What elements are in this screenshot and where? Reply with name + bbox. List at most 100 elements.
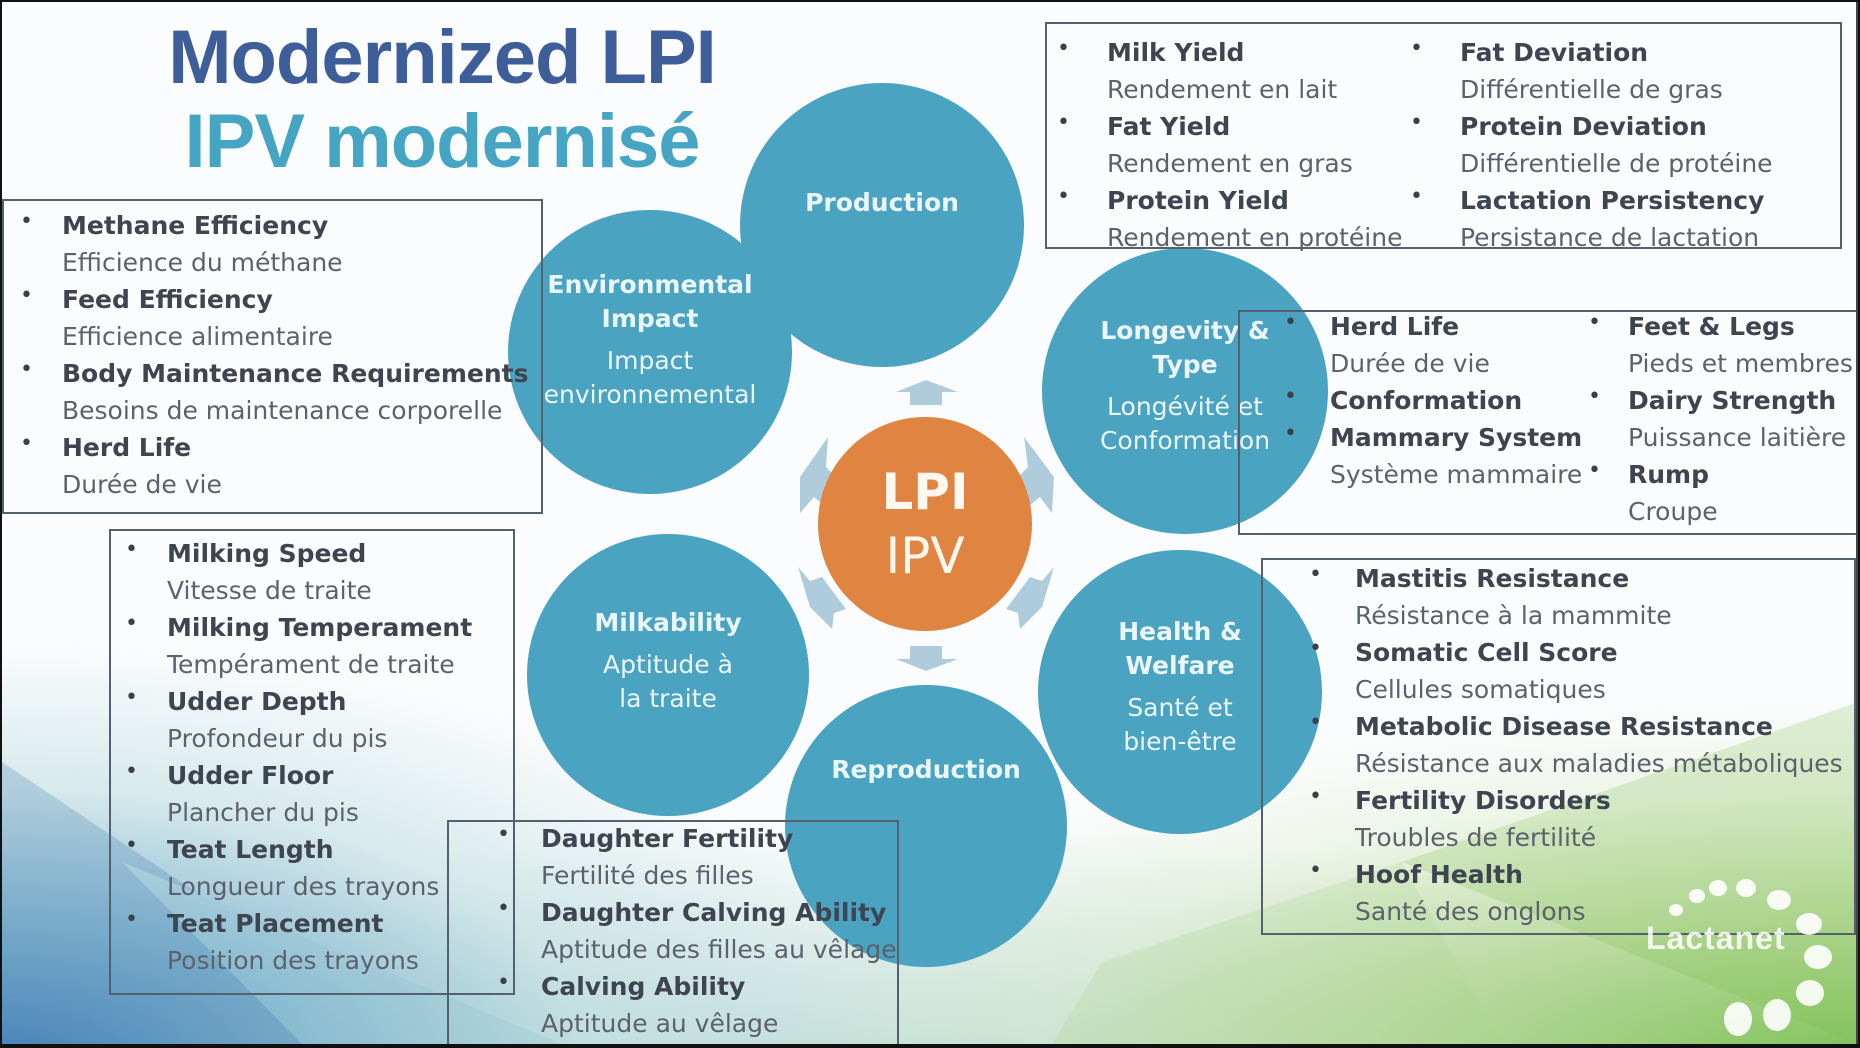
- milkability-label-en: Milkability: [594, 608, 742, 637]
- reproduction-circle: Reproduction: [785, 685, 1067, 967]
- bullet-icon: •: [1309, 784, 1322, 809]
- logo-dot: [1736, 879, 1756, 897]
- logo-dot: [1767, 890, 1791, 910]
- bullet-icon: •: [497, 822, 510, 847]
- longevity-label-fr-1: Longévité et: [1107, 392, 1263, 421]
- facet-shape: [2, 762, 422, 1044]
- arrow-lower-right-icon: [1006, 567, 1054, 629]
- environmental-label-en-2: Impact: [601, 304, 699, 333]
- longevity-label-fr-2: Conformation: [1099, 426, 1271, 455]
- lpi-center-circle: LPI IPV: [818, 417, 1032, 631]
- longevity-label-en-2: Type: [1152, 350, 1218, 379]
- bullet-icon: •: [1057, 36, 1070, 61]
- health-welfare-circle: Health & Welfare Santé et bien-être: [1038, 550, 1322, 834]
- title-french: IPV modernisé: [184, 99, 701, 184]
- bullet-icon: •: [1284, 310, 1297, 335]
- logo-dot: [1804, 945, 1832, 969]
- trait-name-fr: Puissance laitière: [1628, 423, 1847, 452]
- trait-name-fr: Efficience alimentaire: [62, 322, 333, 351]
- trait-name-fr: Troubles de fertilité: [1355, 823, 1597, 852]
- trait-name-fr: Différentielle de protéine: [1460, 149, 1773, 178]
- health-label-en-2: Welfare: [1125, 651, 1235, 680]
- bullet-icon: •: [1309, 858, 1322, 883]
- facet-shape: [1052, 862, 1502, 1044]
- logo-dot: [1689, 889, 1705, 903]
- trait-name-en: Lactation Persistency: [1460, 186, 1765, 215]
- health-label-en-1: Health &: [1118, 617, 1242, 646]
- trait-name-fr: Persistance de lactation: [1460, 223, 1760, 252]
- title-english: Modernized LPI: [168, 15, 717, 100]
- trait-name-en: Udder Floor: [167, 761, 334, 790]
- trait-name-fr: Durée de vie: [62, 470, 222, 499]
- bullet-icon: •: [1588, 458, 1601, 483]
- bullet-icon: •: [1410, 36, 1423, 61]
- trait-name-en: Milk Yield: [1107, 38, 1245, 67]
- bullet-icon: •: [125, 833, 138, 858]
- trait-name-en: Methane Efficiency: [62, 211, 329, 240]
- ipv-label: IPV: [885, 527, 965, 585]
- bullet-icon: •: [20, 431, 33, 456]
- milkability-label-fr-2: la traite: [619, 684, 717, 713]
- reproduction-label: Reproduction: [831, 755, 1021, 784]
- trait-name-en: Hoof Health: [1355, 860, 1523, 889]
- trait-name-fr: Durée de vie: [1330, 349, 1490, 378]
- trait-name-fr: Longueur des trayons: [167, 872, 440, 901]
- bullet-icon: •: [1309, 710, 1322, 735]
- logo-dot: [1796, 913, 1822, 935]
- trait-name-fr: Besoins de maintenance corporelle: [62, 396, 503, 425]
- trait-name-fr: Vitesse de traite: [167, 576, 372, 605]
- facet-shape: [122, 862, 562, 1044]
- trait-name-fr: Rendement en protéine: [1107, 223, 1403, 252]
- bullet-icon: •: [1410, 184, 1423, 209]
- trait-name-en: Fat Yield: [1107, 112, 1231, 141]
- trait-name-fr: Aptitude au vêlage: [541, 1009, 779, 1038]
- trait-name-en: Feed Efficiency: [62, 285, 273, 314]
- trait-name-en: Herd Life: [62, 433, 192, 462]
- bullet-icon: •: [1309, 562, 1322, 587]
- trait-name-fr: Plancher du pis: [167, 798, 359, 827]
- milkability-label-fr-1: Aptitude à: [603, 650, 733, 679]
- bullet-icon: •: [1309, 636, 1322, 661]
- trait-name-fr: Position des trayons: [167, 946, 419, 975]
- trait-name-fr: Croupe: [1628, 497, 1718, 526]
- arrow-lower-left-icon: [798, 567, 846, 629]
- trait-name-en: Daughter Fertility: [541, 824, 794, 853]
- trait-name-fr: Tempérament de traite: [167, 650, 455, 679]
- trait-name-en: Calving Ability: [541, 972, 746, 1001]
- facet-shape: [1402, 702, 1858, 1044]
- bullet-icon: •: [1410, 110, 1423, 135]
- bullet-icon: •: [497, 896, 510, 921]
- trait-name-fr: Santé des onglons: [1355, 897, 1586, 926]
- trait-name-en: Feet & Legs: [1628, 312, 1795, 341]
- bullet-icon: •: [1284, 384, 1297, 409]
- trait-name-en: Fertility Disorders: [1355, 786, 1611, 815]
- trait-name-en: Somatic Cell Score: [1355, 638, 1618, 667]
- logo-dot: [1763, 999, 1791, 1031]
- longevity-label-en-1: Longevity &: [1100, 316, 1270, 345]
- trait-item: •Conformation: [1284, 382, 1582, 419]
- trait-name-fr: Cellules somatiques: [1355, 675, 1606, 704]
- trait-name-fr: Aptitude des filles au vêlage: [541, 935, 897, 964]
